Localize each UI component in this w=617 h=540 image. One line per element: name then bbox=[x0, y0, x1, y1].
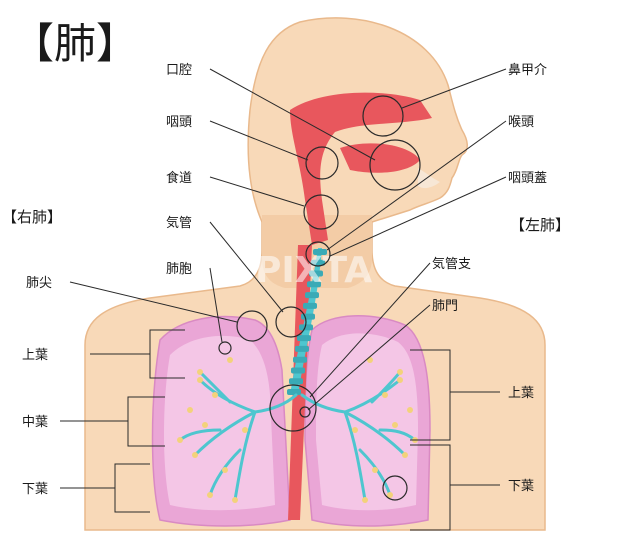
label-apex: 肺尖 bbox=[26, 276, 52, 291]
alveoli-node bbox=[197, 377, 203, 383]
label-larynx: 喉頭 bbox=[508, 115, 534, 130]
circle-oral-cavity bbox=[369, 139, 421, 191]
circle-hilum bbox=[299, 406, 311, 418]
circle-apex bbox=[236, 310, 268, 342]
circle-alveolus bbox=[218, 341, 232, 355]
trachea-ring bbox=[311, 259, 325, 266]
trachea-ring bbox=[313, 249, 327, 255]
circle-trachea bbox=[275, 306, 307, 338]
circle-alveoli-cluster bbox=[382, 475, 408, 501]
page-title: 【肺】 bbox=[12, 19, 138, 68]
trachea-ring bbox=[293, 356, 307, 363]
alveoli-node bbox=[372, 467, 378, 473]
highlight-circles bbox=[218, 95, 421, 501]
label-left-upper-lobe: 上葉 bbox=[508, 386, 534, 401]
alveoli-node bbox=[192, 452, 198, 458]
label-trachea: 気管 bbox=[166, 215, 192, 231]
alveoli-node bbox=[177, 437, 183, 443]
alveoli-node bbox=[212, 392, 218, 398]
left-lung bbox=[304, 315, 431, 527]
circle-larynx bbox=[305, 241, 331, 267]
circle-pharynx bbox=[305, 146, 339, 180]
label-left-lower-lobe: 下葉 bbox=[508, 479, 534, 494]
alveoli-clusters bbox=[177, 357, 418, 503]
leader-lines bbox=[69, 68, 507, 411]
circle-esophagus bbox=[303, 194, 339, 230]
label-bronchus: 気管支 bbox=[432, 256, 471, 272]
alveoli-node bbox=[242, 427, 248, 433]
watermark: PIXTA bbox=[255, 250, 372, 291]
label-hilum: 肺門 bbox=[432, 299, 458, 314]
label-pharynx: 咽頭 bbox=[166, 115, 192, 130]
label-right-middle-lobe: 中葉 bbox=[22, 415, 48, 430]
trachea-ring bbox=[289, 378, 303, 385]
trachea-ring bbox=[287, 389, 301, 395]
lobe-brackets bbox=[60, 329, 500, 531]
alveoli-node bbox=[352, 427, 358, 433]
trachea-ring bbox=[299, 324, 313, 331]
alveoli-node bbox=[407, 407, 413, 413]
alveoli-node bbox=[187, 407, 193, 413]
circle-bronchus bbox=[269, 384, 317, 432]
trachea-ring bbox=[291, 367, 305, 374]
alveoli-node bbox=[222, 467, 228, 473]
label-oral-cavity: 口腔 bbox=[166, 63, 192, 78]
alveoli-node bbox=[397, 369, 403, 375]
alveoli-node bbox=[232, 497, 238, 503]
alveoli-node bbox=[392, 422, 398, 428]
label-esophagus: 食道 bbox=[166, 170, 192, 186]
alveoli-node bbox=[397, 377, 403, 383]
label-turbinate: 鼻甲介 bbox=[508, 62, 547, 78]
circle-turbinate bbox=[362, 95, 404, 137]
right-lung-label: 【右肺】 bbox=[2, 208, 62, 226]
alveoli-node bbox=[197, 369, 203, 375]
bronchial-tree bbox=[178, 370, 417, 502]
label-epiglottis: 咽頭蓋 bbox=[508, 171, 547, 186]
alveoli-node bbox=[387, 492, 393, 498]
label-right-lower-lobe: 下葉 bbox=[22, 482, 48, 497]
alveoli-node bbox=[402, 452, 408, 458]
trachea-ring bbox=[297, 335, 311, 342]
left-lung-label: 【左肺】 bbox=[510, 216, 570, 234]
alveoli-node bbox=[362, 497, 368, 503]
alveoli-node bbox=[202, 422, 208, 428]
trachea-ring bbox=[303, 302, 317, 309]
trachea-ring bbox=[309, 270, 323, 277]
label-alveolus: 肺胞 bbox=[166, 262, 192, 277]
alveoli-node bbox=[382, 392, 388, 398]
label-right-upper-lobe: 上葉 bbox=[22, 348, 48, 363]
trachea-ring bbox=[305, 292, 319, 299]
alveoli-node bbox=[227, 357, 233, 363]
right-lung bbox=[151, 315, 291, 527]
trachea-ring bbox=[301, 313, 315, 320]
trachea-ring bbox=[295, 345, 309, 352]
alveoli-node bbox=[207, 492, 213, 498]
trachea-ring bbox=[307, 281, 321, 288]
